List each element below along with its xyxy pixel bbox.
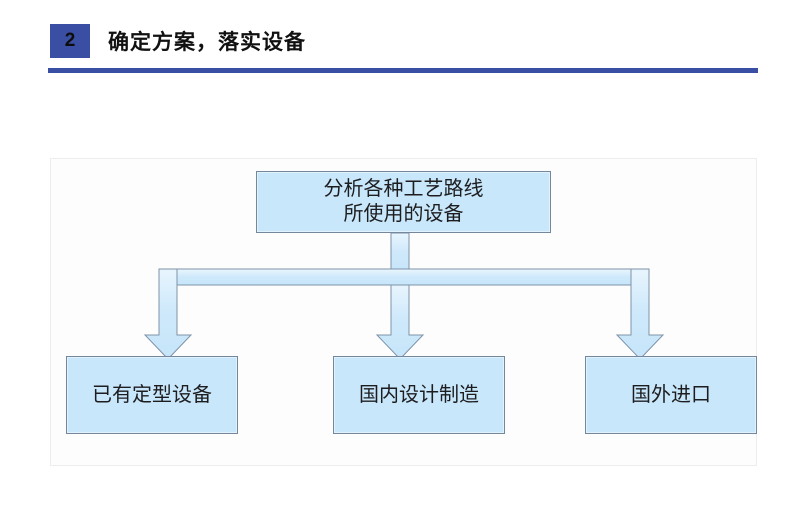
node-text-line-1: 分析各种工艺路线 [323, 178, 484, 200]
flowchart-connectors [143, 232, 665, 360]
node-label: 国外进口 [631, 383, 711, 406]
header-divider-rule [48, 68, 758, 73]
node-analyze-equipment[interactable]: 分析各种工艺路线 所使用的设备 [256, 171, 551, 233]
node-existing-equipment[interactable]: 已有定型设备 [66, 356, 238, 434]
node-text-line-2: 所使用的设备 [343, 203, 464, 225]
connector-arrow-left [143, 268, 193, 360]
connector-horizontal-bar [158, 268, 650, 286]
page-header: 2 确定方案，落实设备 [0, 0, 808, 80]
section-number-badge: 2 [50, 24, 90, 58]
node-label: 国内设计制造 [359, 383, 479, 406]
connector-arrow-center [375, 284, 425, 360]
node-text-block: 分析各种工艺路线 所使用的设备 [324, 177, 484, 227]
node-label: 已有定型设备 [92, 383, 212, 406]
node-foreign-import[interactable]: 国外进口 [585, 356, 757, 434]
connector-stem-center-upper [390, 232, 410, 275]
flowchart-panel: 分析各种工艺路线 所使用的设备 已有定型设备 国内设计制造 国外进口 [50, 158, 757, 466]
node-domestic-manufacture[interactable]: 国内设计制造 [333, 356, 505, 434]
page-title: 确定方案，落实设备 [108, 31, 306, 54]
connector-arrow-right [615, 268, 665, 360]
